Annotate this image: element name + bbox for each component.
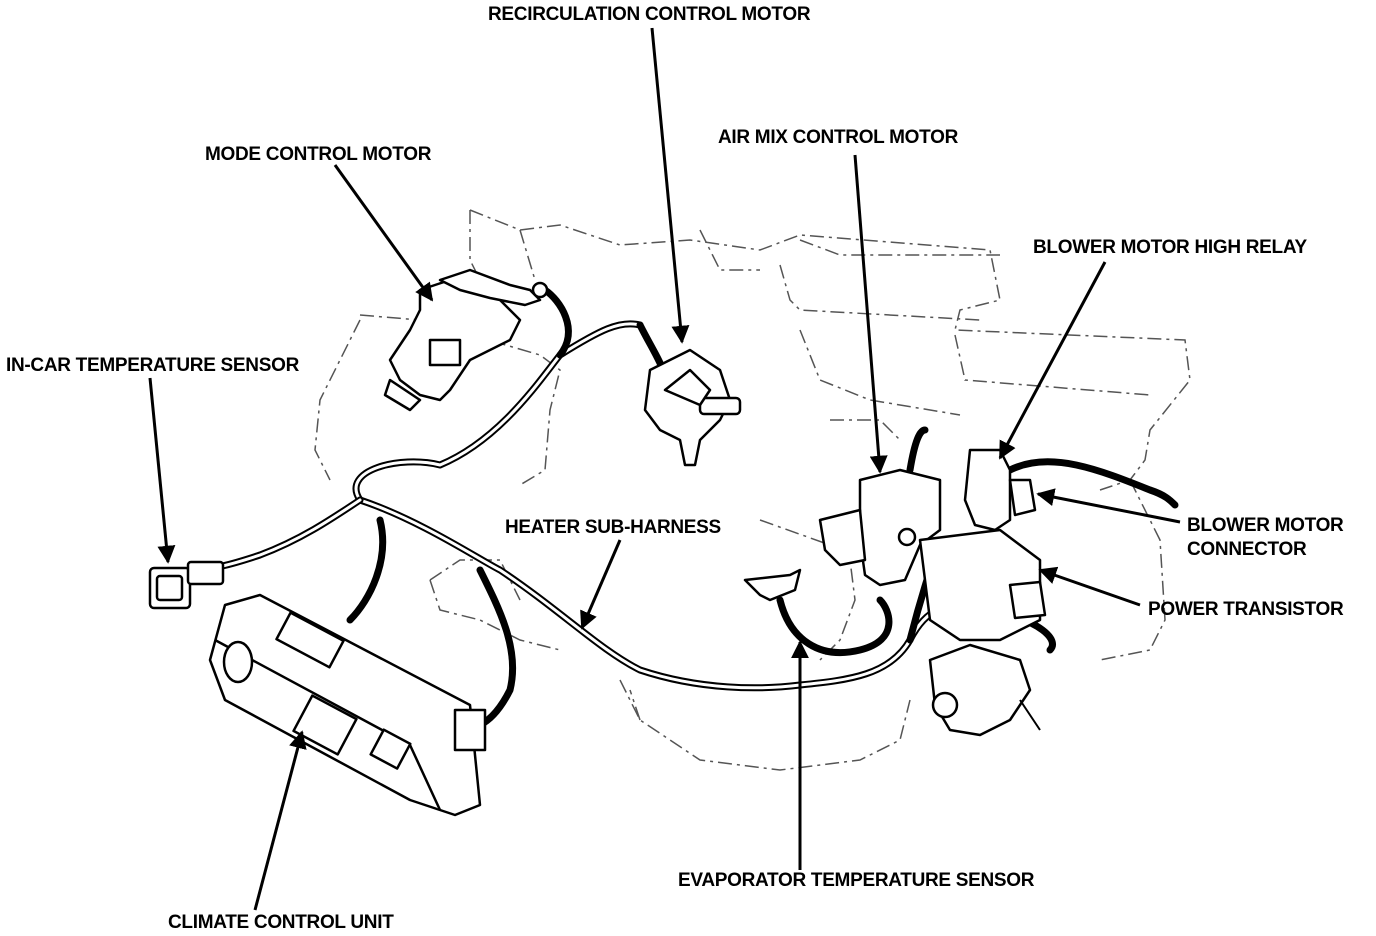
- in-car-temperature-sensor-part: [148, 560, 225, 610]
- label-blower-motor-connector-line1: BLOWER MOTOR: [1187, 515, 1344, 536]
- label-recirculation-control-motor: RECIRCULATION CONTROL MOTOR: [488, 4, 811, 25]
- evaporator-temperature-sensor-part: [743, 568, 802, 602]
- label-mode-control-motor: MODE CONTROL MOTOR: [205, 144, 432, 165]
- recirculation-control-motor-part: [643, 348, 742, 467]
- label-blower-motor-high-relay: BLOWER MOTOR HIGH RELAY: [1033, 237, 1307, 258]
- leader-arrows: [148, 27, 1181, 911]
- mode-control-motor-part: [383, 268, 549, 412]
- label-power-transistor: POWER TRANSISTOR: [1148, 599, 1344, 620]
- label-blower-motor-connector-line2: CONNECTOR: [1187, 539, 1307, 560]
- label-climate-control-unit: CLIMATE CONTROL UNIT: [168, 912, 394, 933]
- blower-motor-part: [928, 643, 1041, 737]
- hvac-housing-outline: [314, 209, 1191, 771]
- climate-control-unit-part: [208, 593, 487, 817]
- air-mix-control-motor-part: [818, 468, 942, 587]
- power-transistor-part: [918, 528, 1047, 642]
- label-in-car-temperature-sensor: IN-CAR TEMPERATURE SENSOR: [6, 355, 299, 376]
- label-evaporator-temperature-sensor: EVAPORATOR TEMPERATURE SENSOR: [678, 870, 1035, 891]
- label-air-mix-control-motor: AIR MIX CONTROL MOTOR: [718, 127, 958, 148]
- blower-motor-high-relay-part: [963, 448, 1037, 532]
- label-heater-sub-harness: HEATER SUB-HARNESS: [505, 517, 721, 538]
